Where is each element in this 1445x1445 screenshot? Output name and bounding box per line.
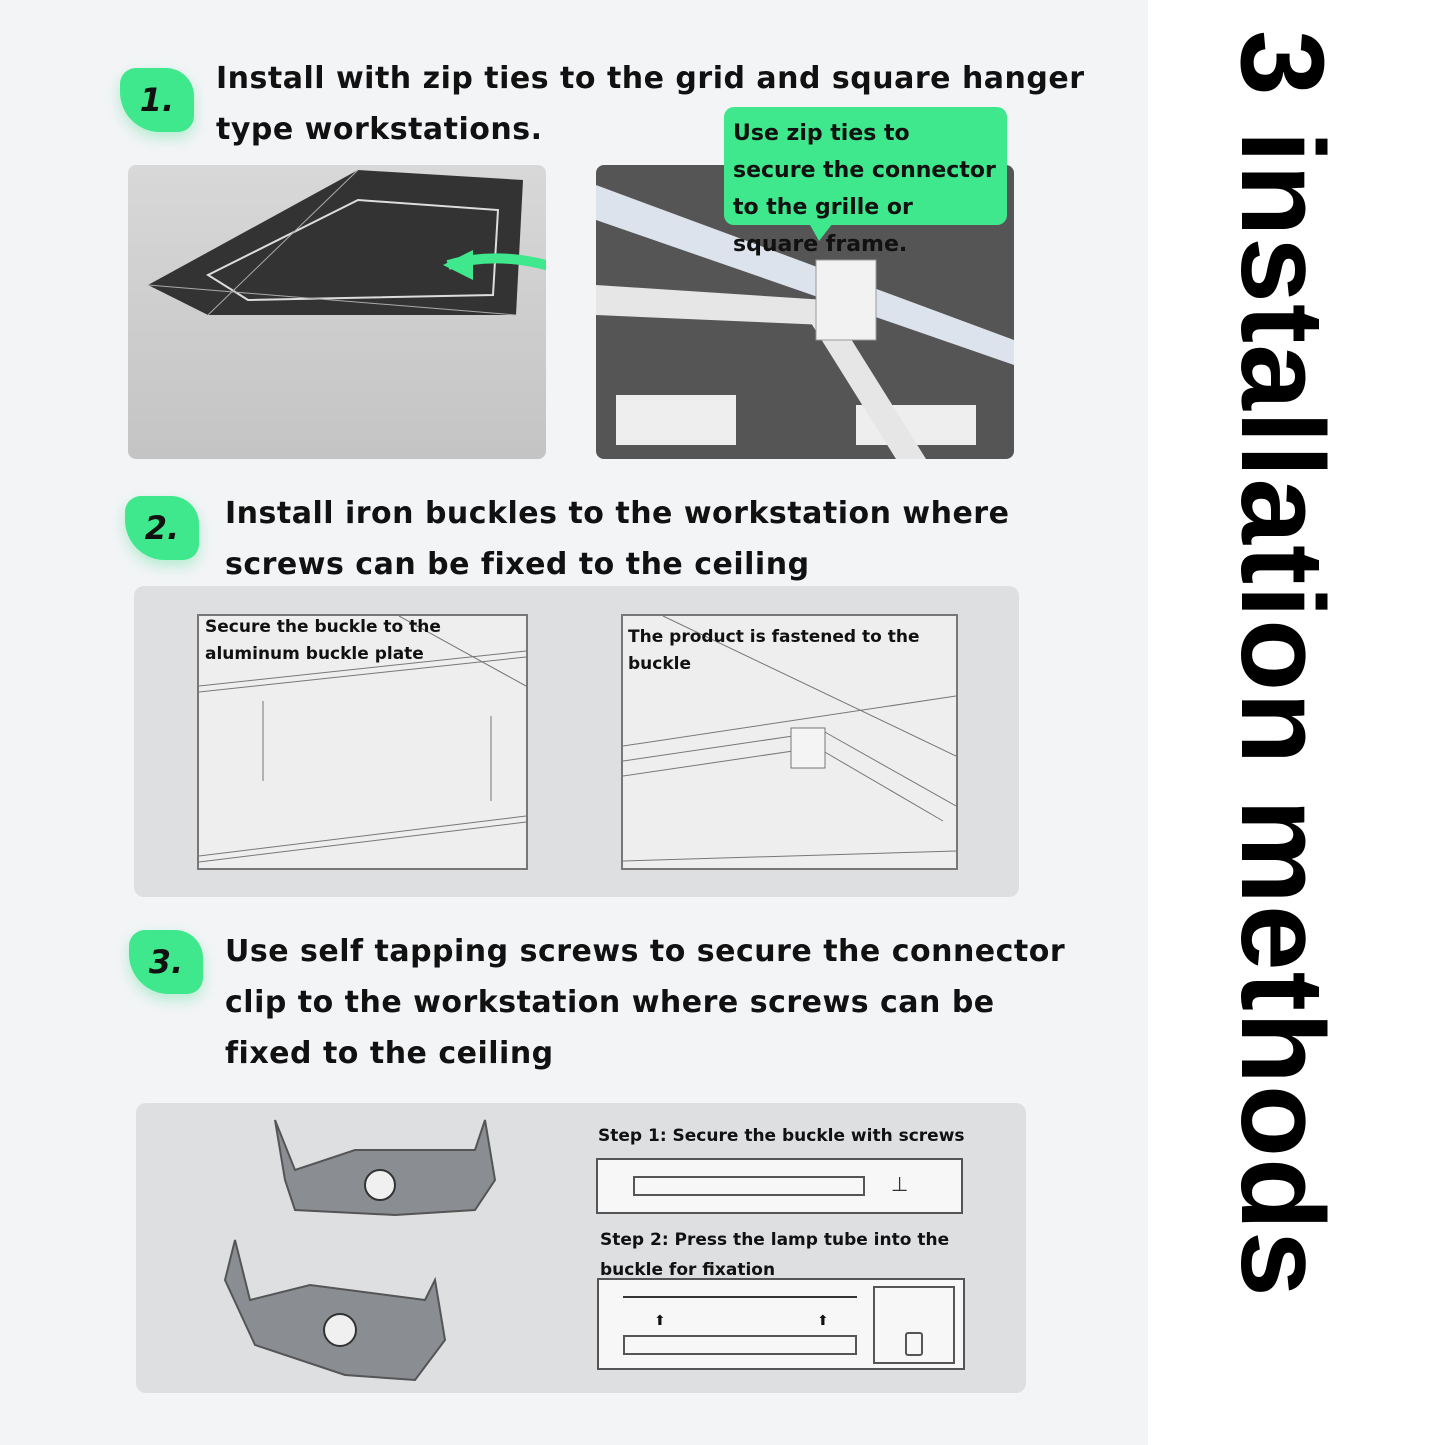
buckle-icon: ⊥: [891, 1172, 909, 1196]
step-3-line-3: fixed to the ceiling: [225, 1036, 554, 1071]
step-1-heading: Install with zip ties to the grid and sq…: [216, 53, 1085, 155]
step-3-substep-2-caption: Step 2: Press the lamp tube into the buc…: [600, 1230, 950, 1280]
fastened-product-drawing: [623, 616, 956, 862]
step-2-heading: Install iron buckles to the workstation …: [225, 488, 1009, 590]
step-1-badge: 1.: [120, 68, 194, 132]
buckle-plate-drawing: [199, 616, 526, 863]
step-3-substep-1-caption: Step 1: Secure the buckle with screws: [598, 1126, 965, 1146]
lamp-tube-drawing: [633, 1176, 865, 1196]
substep-2-diagram: ⬆ ⬆: [597, 1278, 965, 1370]
lamp-tube-drawing: [623, 1335, 857, 1355]
grid-ceiling-illustration: [147, 169, 546, 316]
fastened-product-diagram: The product is fastened to the buckle: [621, 614, 958, 870]
step-3-line-2: clip to the workstation where screws can…: [225, 985, 995, 1020]
arrow-up-icon: ⬆: [817, 1313, 829, 1329]
zip-tie-callout: Use zip ties to secure the connector to …: [724, 107, 1007, 257]
buckle-detail-drawing: [873, 1286, 955, 1364]
step-3-badge: 3.: [129, 930, 203, 994]
title-strip: [1148, 0, 1445, 1445]
substep-1-diagram: ⊥: [596, 1158, 963, 1214]
step-3-line-1: Use self tapping screws to secure the co…: [225, 934, 1066, 969]
page-title: 3 installation methods: [1216, 30, 1348, 1298]
connector-illustration: [596, 185, 1014, 459]
step-1-line-2: type workstations.: [216, 112, 543, 147]
grid-ceiling-photo: [128, 165, 546, 459]
step-3-heading: Use self tapping screws to secure the co…: [225, 926, 1065, 1079]
arrow-up-icon: ⬆: [654, 1313, 666, 1329]
step-2-badge: 2.: [125, 496, 199, 560]
connector-clips-photo: [223, 1119, 497, 1382]
buckle-plate-caption: Secure the buckle to the aluminum buckle…: [205, 617, 441, 664]
step-2-line-2: screws can be fixed to the ceiling: [225, 547, 810, 582]
ceiling-line: [623, 1296, 857, 1298]
step-1-line-1: Install with zip ties to the grid and sq…: [216, 61, 1085, 96]
fastened-product-caption: The product is fastened to the buckle: [628, 627, 920, 674]
clip-icon: [905, 1332, 923, 1356]
step-2-line-1: Install iron buckles to the workstation …: [225, 496, 1010, 531]
buckle-plate-diagram: Secure the buckle to the aluminum buckle…: [197, 614, 528, 870]
